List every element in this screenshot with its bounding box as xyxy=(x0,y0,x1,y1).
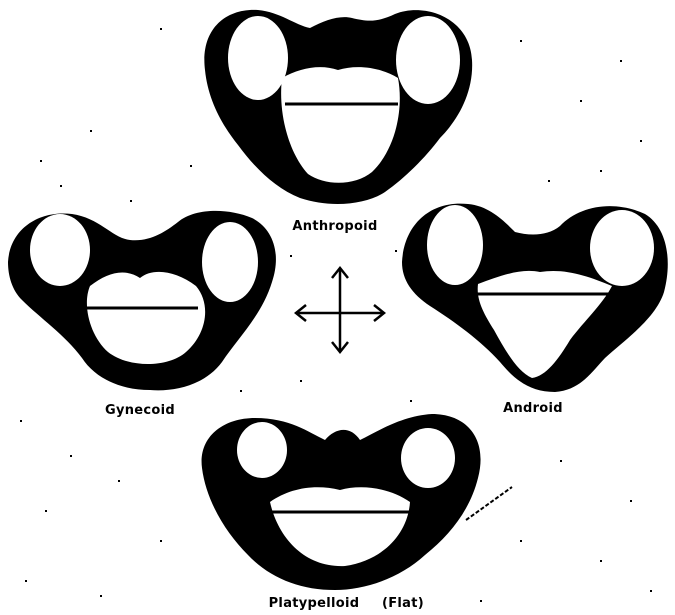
platypelloid-label: Platypelloid xyxy=(269,596,360,611)
platypelloid-right-ala xyxy=(401,428,455,488)
gynecoid-left-ala xyxy=(30,214,90,286)
android-left-ala xyxy=(427,205,483,285)
gynecoid-right-ala xyxy=(202,222,258,302)
platypelloid-left-ala xyxy=(237,422,287,478)
platypelloid-flat-note: (Flat) xyxy=(382,596,424,611)
anthropoid-pelvis: Anthropoid xyxy=(204,10,472,234)
orientation-arrows-icon xyxy=(296,268,384,352)
android-pelvis: Android xyxy=(402,204,668,416)
android-label: Android xyxy=(503,401,563,416)
anthropoid-left-ala xyxy=(228,16,288,100)
gynecoid-label: Gynecoid xyxy=(105,403,175,418)
anthropoid-right-ala xyxy=(396,16,460,104)
android-right-ala xyxy=(590,210,654,286)
gynecoid-pelvis: Gynecoid xyxy=(8,211,276,418)
platypelloid-pelvis: Platypelloid (Flat) xyxy=(202,414,512,611)
anthropoid-label: Anthropoid xyxy=(292,219,377,234)
